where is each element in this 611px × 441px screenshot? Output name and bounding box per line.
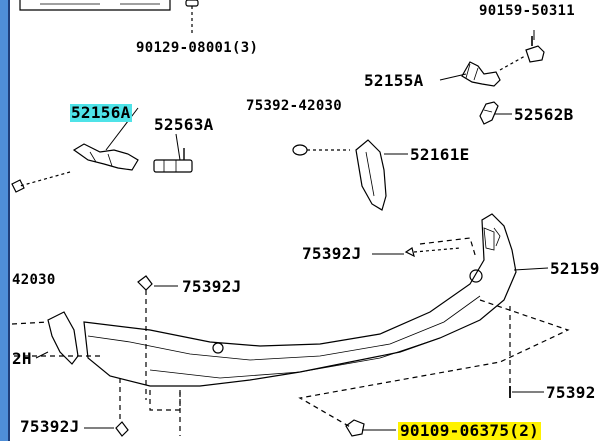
label-75392-right[interactable]: 75392 bbox=[546, 383, 596, 402]
label-2h[interactable]: 2H bbox=[12, 349, 32, 368]
label-42030[interactable]: 42030 bbox=[12, 272, 56, 288]
clip-52562b bbox=[479, 101, 499, 125]
screw-90109-06375 bbox=[345, 419, 365, 437]
label-52156a[interactable]: 52156A bbox=[70, 103, 132, 122]
frame-border-strip bbox=[0, 0, 8, 441]
bumper-cover bbox=[83, 213, 517, 387]
bracket-52155a bbox=[461, 36, 545, 87]
label-52161e[interactable]: 52161E bbox=[410, 145, 470, 164]
bracket-52156a bbox=[11, 143, 139, 193]
label-75392j-bottom[interactable]: 75392J bbox=[20, 417, 80, 436]
clip-52563a bbox=[153, 148, 193, 173]
clip-75392j-left bbox=[137, 275, 153, 400]
label-75392j-left[interactable]: 75392J bbox=[182, 277, 242, 296]
label-52155a[interactable]: 52155A bbox=[364, 71, 424, 90]
label-52562b[interactable]: 52562B bbox=[514, 105, 574, 124]
side-retainer-52161e bbox=[355, 139, 387, 211]
clip-75392j-mid bbox=[404, 237, 477, 259]
clip-75392j-bottom bbox=[115, 421, 129, 437]
screw-75392-42030 bbox=[292, 144, 350, 156]
label-75392-42030[interactable]: 75392-42030 bbox=[246, 98, 343, 114]
label-52159[interactable]: 52159 bbox=[550, 259, 600, 278]
label-90109-06375[interactable]: 90109-06375(2) bbox=[398, 421, 542, 440]
cropped-part-topleft bbox=[19, 0, 171, 11]
label-90159-50311[interactable]: 90159-50311 bbox=[479, 3, 576, 19]
side-retainer-left bbox=[11, 311, 79, 365]
label-90129-08001[interactable]: 90129-08001(3) bbox=[136, 40, 259, 56]
label-52563a[interactable]: 52563A bbox=[154, 115, 214, 134]
frame-border-line bbox=[8, 0, 10, 441]
label-75392j-mid[interactable]: 75392J bbox=[302, 244, 362, 263]
bolt-90129-08001 bbox=[185, 0, 199, 34]
